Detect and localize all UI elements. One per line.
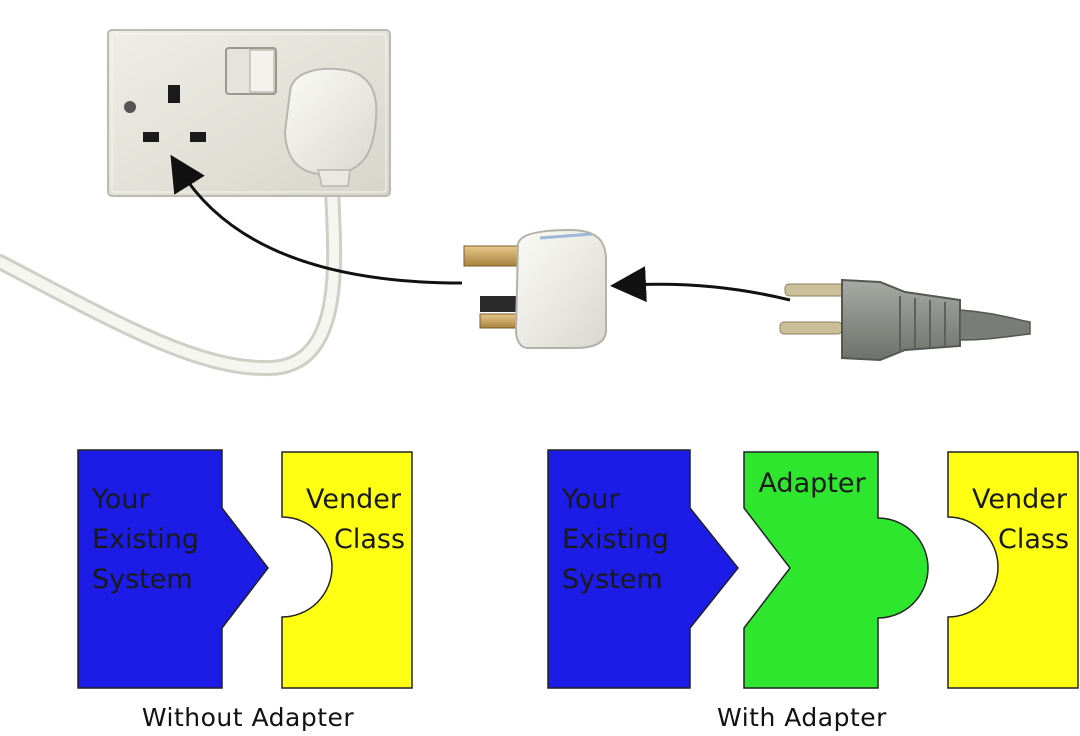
existing-system-block: [547, 449, 739, 689]
travel-adapter-icon: [463, 228, 607, 349]
uk-plug-icon: [283, 67, 378, 187]
arrow-icon: [610, 266, 791, 303]
vendor-class-block: [281, 451, 413, 689]
with-adapter-caption: With Adapter: [717, 703, 887, 732]
vendor-class-block: [947, 451, 1079, 689]
arrow-icon: [170, 154, 463, 285]
two-pin-plug-icon: [779, 278, 1031, 362]
adapter-block: [743, 451, 929, 689]
vendor-class-label: Vender Class: [306, 484, 410, 555]
vendor-class-label: Vender Class: [972, 484, 1076, 555]
cable-icon: [0, 182, 343, 377]
existing-system-block: [77, 449, 269, 689]
without-adapter-diagram: Your Existing System Vender Class Withou…: [77, 449, 413, 732]
adapter-label: Adapter: [758, 468, 866, 499]
existing-system-label: Your Existing System: [561, 484, 678, 595]
without-adapter-caption: Without Adapter: [142, 703, 355, 732]
with-adapter-diagram: Your Existing System Adapter Vender Clas…: [547, 449, 1079, 732]
existing-system-label: Your Existing System: [91, 484, 208, 595]
